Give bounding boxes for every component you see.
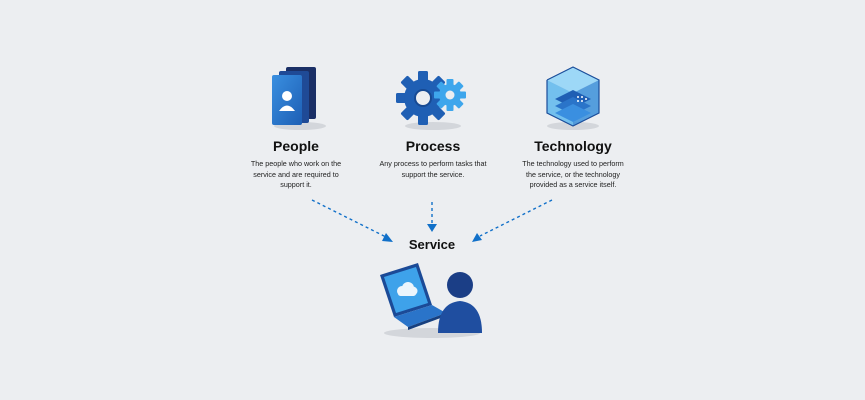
- people-cards-icon: [256, 62, 336, 132]
- people-pillar: People The people who work on the servic…: [221, 62, 371, 191]
- tech-cube-icon: [533, 62, 613, 132]
- technology-pillar: Technology The technology used to perfor…: [498, 62, 648, 191]
- people-arrowhead: [382, 233, 393, 242]
- laptop-user-icon: [372, 255, 492, 345]
- process-arrowhead: [427, 224, 437, 232]
- process-pillar: Process Any process to perform tasks tha…: [358, 62, 508, 180]
- technology-description: The technology used to perform the servi…: [522, 159, 624, 189]
- technology-arrowhead: [472, 233, 482, 242]
- technology-title: Technology: [534, 138, 612, 154]
- gears-icon: [393, 62, 473, 132]
- process-description: Any process to perform tasks that suppor…: [379, 159, 487, 179]
- people-title: People: [273, 138, 319, 154]
- technology-to-service-arrow: [479, 199, 553, 237]
- people-description: The people who work on the service and a…: [250, 159, 342, 189]
- service-label: Service: [408, 237, 456, 252]
- people-to-service-arrow: [311, 199, 387, 238]
- process-title: Process: [405, 138, 461, 154]
